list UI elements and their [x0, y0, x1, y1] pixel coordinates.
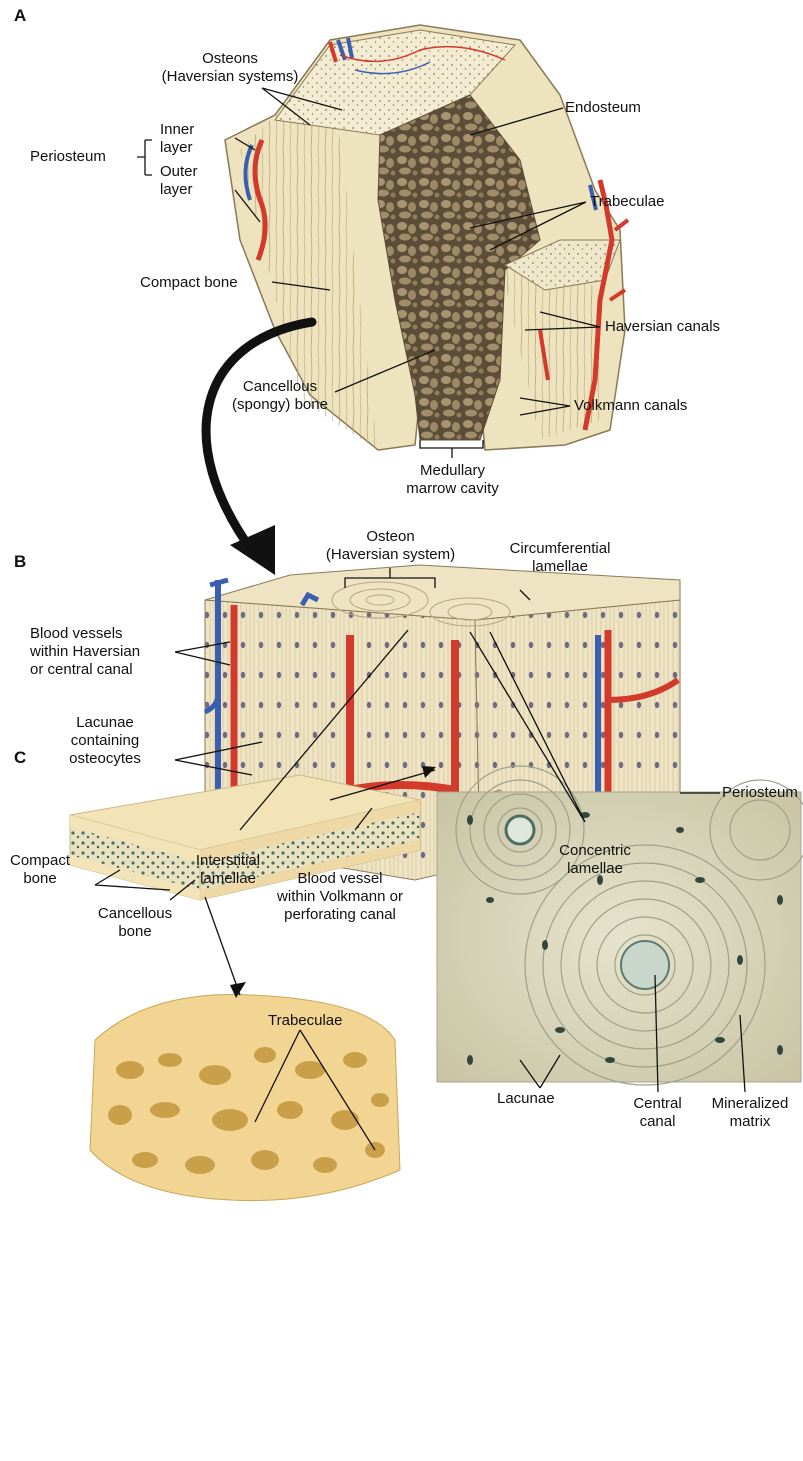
- panel-c-trabecular-mesh: [90, 995, 400, 1201]
- label-osteon-b: Osteon(Haversian system): [318, 528, 463, 564]
- label-cancellous-spongy-bone: Cancellous(spongy) bone: [220, 378, 340, 414]
- label-trabeculae-a: Trabeculae: [590, 193, 665, 211]
- label-osteons: Osteons(Haversian systems): [155, 50, 305, 86]
- label-lacunae-c: Lacunae: [497, 1090, 555, 1108]
- panel-c-micrograph: [437, 766, 803, 1085]
- label-periosteum-b: Periosteum: [722, 784, 798, 802]
- label-trabeculae-c: Trabeculae: [268, 1012, 343, 1030]
- panel-c-letter: C: [14, 748, 26, 768]
- label-volkmann-canals: Volkmann canals: [574, 397, 687, 415]
- panel-b-letter: B: [14, 552, 26, 572]
- label-periosteum-a: Periosteum: [30, 148, 106, 166]
- label-endosteum: Endosteum: [565, 99, 641, 117]
- label-haversian-canals: Haversian canals: [605, 318, 720, 336]
- panel-a-letter: A: [14, 6, 26, 26]
- label-compact-bone-a: Compact bone: [140, 274, 238, 292]
